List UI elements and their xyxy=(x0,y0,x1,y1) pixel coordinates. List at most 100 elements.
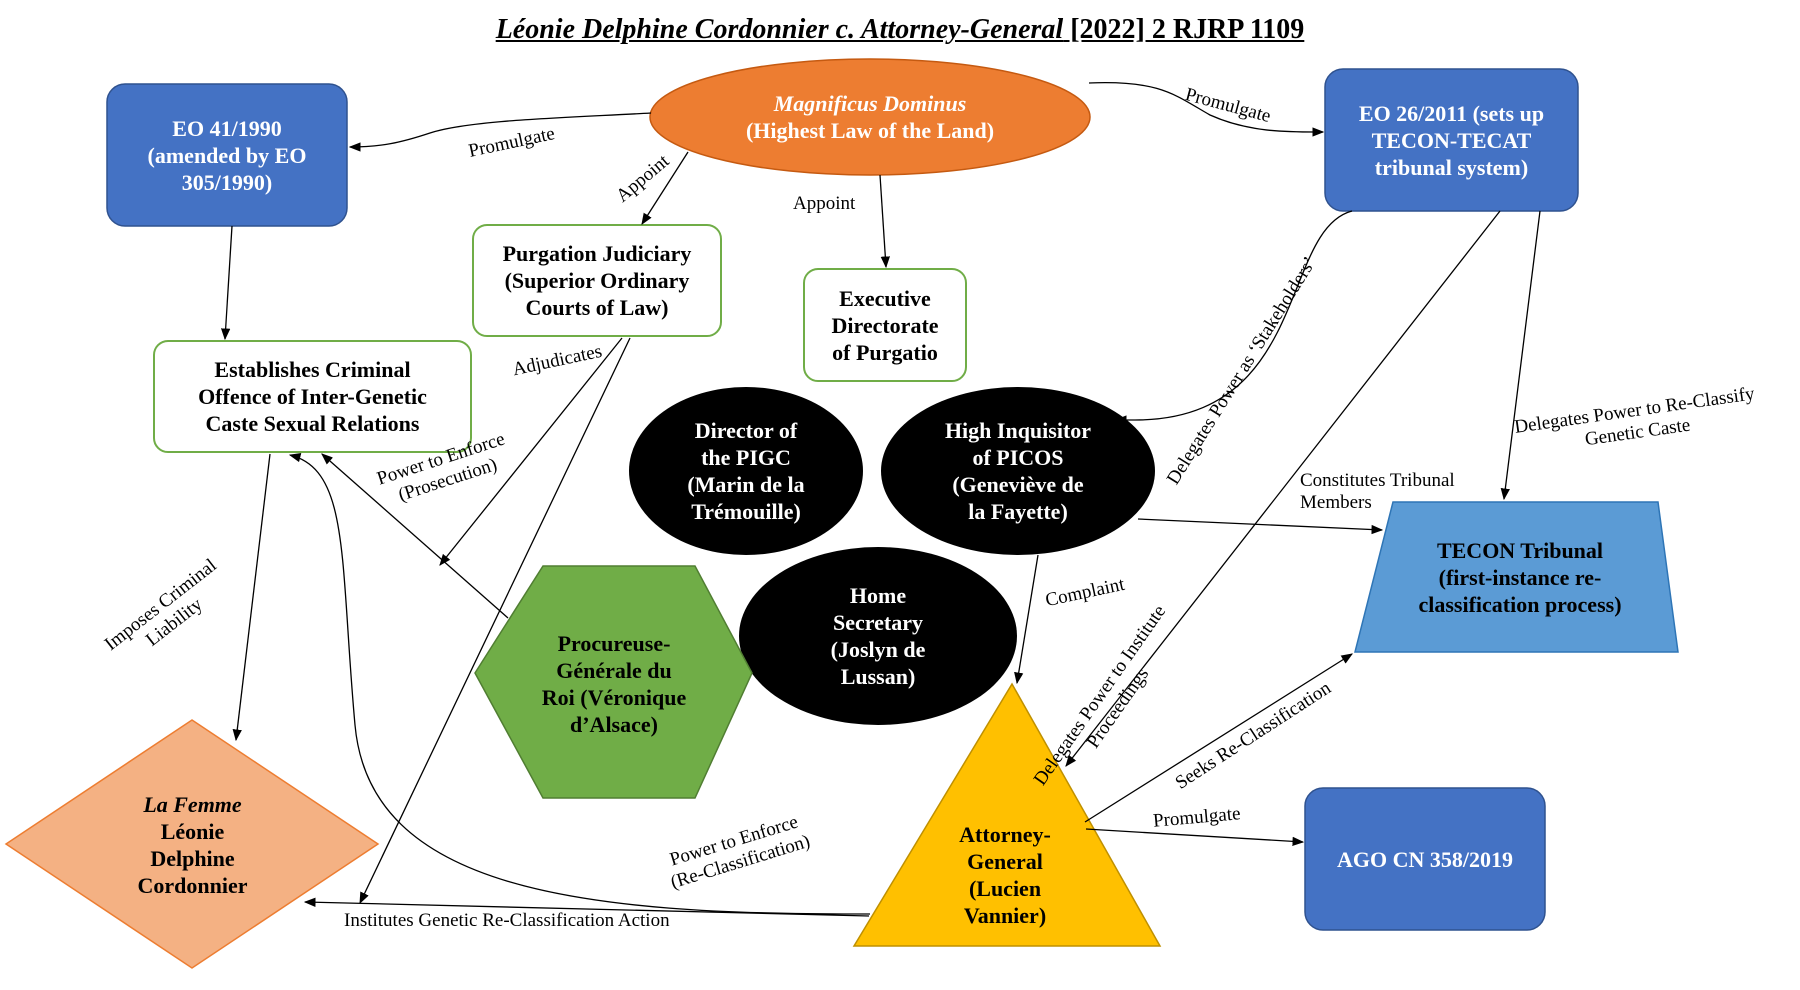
attorney-general-line4: Vannier) xyxy=(963,903,1047,928)
tecon-line2: (first-instance re- xyxy=(1438,564,1602,590)
director-pigc-line4: Trémouille) xyxy=(691,499,801,524)
eo26-line3: tribunal system) xyxy=(1374,154,1529,180)
magnificus-line1: Magnificus Dominus xyxy=(773,91,967,116)
diagram-title: Léonie Delphine Cordonnier c. Attorney-G… xyxy=(0,14,1800,46)
la-femme-line4: Cordonnier xyxy=(137,873,248,898)
home-secretary-line4: Lussan) xyxy=(840,664,916,689)
edge-delegates-reclassify xyxy=(1500,210,1541,501)
edge-seeks-reclassification xyxy=(1084,653,1353,823)
high-inquisitor-ellipse xyxy=(881,387,1155,555)
label-constitutes-2: Members xyxy=(1300,492,1372,513)
edge-eo41-to-offence xyxy=(220,225,233,341)
purgation-line2: (Superior Ordinary xyxy=(504,268,690,293)
edge-constitutes-members xyxy=(1137,518,1384,535)
eo41-line1: EO 41/1990 xyxy=(172,115,282,141)
procureuse-line2: Générale du xyxy=(556,658,672,683)
high-inquisitor-line4: la Fayette) xyxy=(968,499,1068,524)
magnificus-dominus-ellipse xyxy=(649,58,1091,176)
eo41-line2: (amended by EO xyxy=(147,142,307,168)
la-femme-line2: Léonie xyxy=(160,819,225,844)
procureuse-line1: Procureuse- xyxy=(557,631,671,656)
eo41-label: EO 41/1990 (amended by EO 305/1990) xyxy=(107,84,347,226)
criminal-offence-label: Establishes Criminal Offence of Inter-Ge… xyxy=(154,341,471,452)
label-constitutes-1: Constitutes Tribunal xyxy=(1300,470,1455,491)
home-secretary-line2: Secretary xyxy=(833,610,923,635)
edge-delegates-institute xyxy=(1065,210,1501,767)
ago-box xyxy=(1304,787,1546,931)
edge-promulgate-eo26 xyxy=(1088,81,1325,137)
executive-label: Executive Directorate of Purgatio xyxy=(804,269,966,381)
home-secretary-line3: (Joslyn de xyxy=(830,637,926,662)
tecon-line1: TECON Tribunal xyxy=(1436,537,1604,563)
tecon-line3: classification process) xyxy=(1418,591,1622,617)
high-inquisitor-line3: (Geneviève de xyxy=(952,472,1084,497)
eo26-line2: TECON-TECAT xyxy=(1371,127,1532,153)
edge-institutes-action xyxy=(303,897,870,917)
ago-line1: AGO CN 358/2019 xyxy=(1337,846,1513,872)
criminal-offence-line3: Caste Sexual Relations xyxy=(205,411,420,436)
tecon-trapezoid xyxy=(1354,501,1679,653)
la-femme-line3: Delphine xyxy=(150,846,235,871)
purgation-box xyxy=(472,224,722,337)
purgation-label: Purgation Judiciary (Superior Ordinary C… xyxy=(473,225,721,336)
eo26-line1: EO 26/2011 (sets up xyxy=(1358,100,1545,126)
eo41-line3: 305/1990) xyxy=(181,169,273,195)
edge-promulgate-eo41 xyxy=(348,112,652,152)
edge-appoint-purgation xyxy=(641,151,689,225)
edge-purgation-to-la-femme xyxy=(359,337,631,905)
director-pigc-line1: Director of xyxy=(694,418,798,443)
edge-complaint xyxy=(1014,554,1039,685)
criminal-offence-line2: Offence of Inter-Genetic xyxy=(198,384,427,409)
director-pigc-label: Director of the PIGC (Marin de la Trémou… xyxy=(629,387,863,555)
executive-line1: Executive xyxy=(839,285,931,311)
director-pigc-ellipse xyxy=(629,387,863,555)
purgation-line1: Purgation Judiciary xyxy=(502,241,692,266)
eo26-box xyxy=(1324,68,1579,212)
edge-imposes-criminal-liability xyxy=(232,453,271,742)
edge-appoint-executive xyxy=(879,174,890,269)
criminal-offence-line1: Establishes Criminal xyxy=(214,357,411,382)
attorney-general-line2: General xyxy=(967,849,1043,874)
eo41-box xyxy=(106,83,348,227)
edge-promulgate-ago xyxy=(1085,828,1305,847)
executive-line3: of Purgatio xyxy=(832,339,938,365)
executive-line2: Directorate xyxy=(831,312,939,338)
attorney-general-triangle xyxy=(852,682,1162,947)
ago-label: AGO CN 358/2019 xyxy=(1305,788,1545,930)
attorney-general-line3: (Lucien xyxy=(968,876,1042,901)
procureuse-line3: Roi (Véronique xyxy=(541,685,687,710)
director-pigc-line2: the PIGC xyxy=(701,445,791,470)
procureuse-line4: d’Alsace) xyxy=(570,712,658,737)
attorney-general-label: Attorney- General (Lucien Vannier) xyxy=(900,810,1110,940)
case-citation: [2022] 2 RJRP 1109 xyxy=(1063,14,1305,45)
edge-power-enforce-prosecution xyxy=(321,453,509,619)
home-secretary-line1: Home xyxy=(849,583,907,608)
magnificus-line2: (Highest Law of the Land) xyxy=(745,118,995,143)
la-femme-line1: La Femme xyxy=(143,792,242,817)
label-appoint-executive: Appoint xyxy=(793,193,856,214)
label-constitutes-members: Constitutes Tribunal Members xyxy=(1300,470,1455,514)
edge-delegates-stakeholders xyxy=(1114,210,1353,425)
case-name: Léonie Delphine Cordonnier c. Attorney-G… xyxy=(495,14,1064,45)
edge-power-enforce-reclassification xyxy=(288,453,871,915)
criminal-offence-box xyxy=(153,340,472,453)
label-institutes-action: Institutes Genetic Re-Classification Act… xyxy=(344,910,670,931)
purgation-line3: Courts of Law) xyxy=(525,295,669,320)
magnificus-dominus-label: Magnificus Dominus (Highest Law of the L… xyxy=(650,85,1090,149)
tecon-label: TECON Tribunal (first-instance re- class… xyxy=(1365,502,1675,652)
director-pigc-line3: (Marin de la xyxy=(687,472,805,497)
executive-box xyxy=(803,268,967,382)
edge-adjudicates xyxy=(439,337,623,566)
procureuse-hexagon xyxy=(474,565,753,799)
la-femme-label: La Femme Léonie Delphine Cordonnier xyxy=(60,775,325,915)
high-inquisitor-line1: High Inquisitor xyxy=(944,418,1092,443)
high-inquisitor-label: High Inquisitor of PICOS (Geneviève de l… xyxy=(881,387,1155,555)
high-inquisitor-line2: of PICOS xyxy=(972,445,1064,470)
la-femme-diamond xyxy=(4,719,380,969)
procureuse-label: Procureuse- Générale du Roi (Véronique d… xyxy=(480,600,748,768)
home-secretary-label: Home Secretary (Joslyn de Lussan) xyxy=(739,547,1017,725)
attorney-general-line1: Attorney- xyxy=(959,822,1051,847)
home-secretary-ellipse xyxy=(739,547,1017,725)
eo26-label: EO 26/2011 (sets up TECON-TECAT tribunal… xyxy=(1325,69,1578,211)
